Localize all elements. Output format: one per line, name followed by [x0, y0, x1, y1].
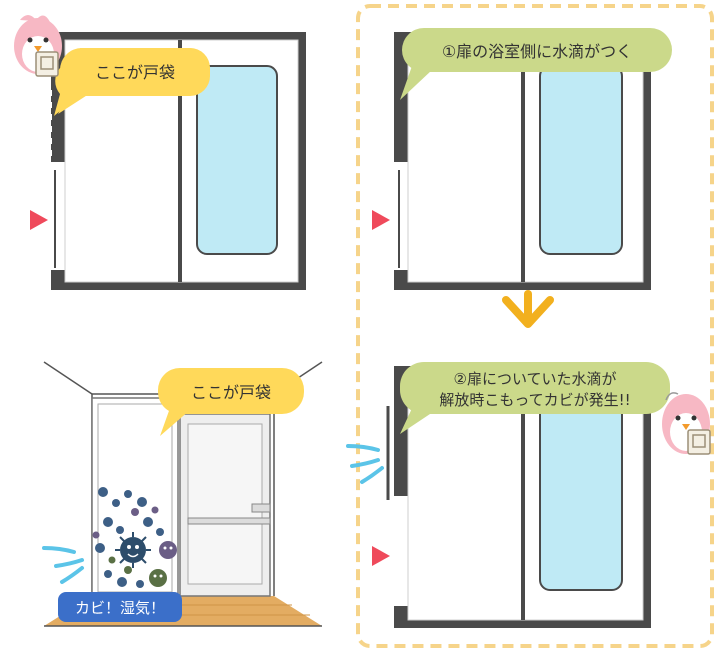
step2-text-line2: 解放時こもってカビが発生!!: [439, 391, 630, 409]
bathtub: [196, 65, 278, 255]
triangle-marker-icon: [30, 210, 48, 230]
step1-speech-bubble: ①扉の浴室側に水滴がつく: [400, 28, 672, 100]
door-handle: [187, 517, 271, 525]
triangle-marker-icon: [372, 546, 390, 566]
top-left-bubble-text: ここが戸袋: [95, 63, 175, 82]
bottom-left-speech-bubble: ここが戸袋: [158, 368, 304, 436]
mold-warning-text: カビ！湿気！: [75, 599, 165, 617]
mold-germ-icon: [149, 569, 167, 587]
penguin-mascot-icon: [662, 392, 711, 455]
mold-germ-small-icons: [95, 487, 164, 588]
step1-bathroom-plan: [372, 32, 651, 290]
step2-speech-bubble: ②扉についていた水滴が 解放時こもってカビが発生!!: [400, 362, 670, 434]
water-splash-icon: [346, 444, 384, 484]
step2-text-line1: ②扉についていた水滴が: [454, 370, 617, 388]
down-arrow-icon: [502, 290, 554, 328]
bottom-left-bubble-text: ここが戸袋: [191, 383, 271, 402]
right-panel-dashed-border: [356, 4, 714, 648]
step1-text: ①扉の浴室側に水滴がつく: [442, 42, 632, 61]
penguin-mascot-icon: [14, 15, 62, 77]
mold-germ-icon: [115, 532, 151, 568]
water-splash-icon: [42, 546, 84, 584]
mold-germ-icon: [159, 541, 177, 559]
mold-warning-badge: カビ！湿気！: [58, 592, 182, 622]
top-left-speech-bubble: ここが戸袋: [54, 48, 210, 116]
triangle-marker-icon: [372, 210, 390, 230]
mold-germ-cluster: [92, 487, 177, 588]
